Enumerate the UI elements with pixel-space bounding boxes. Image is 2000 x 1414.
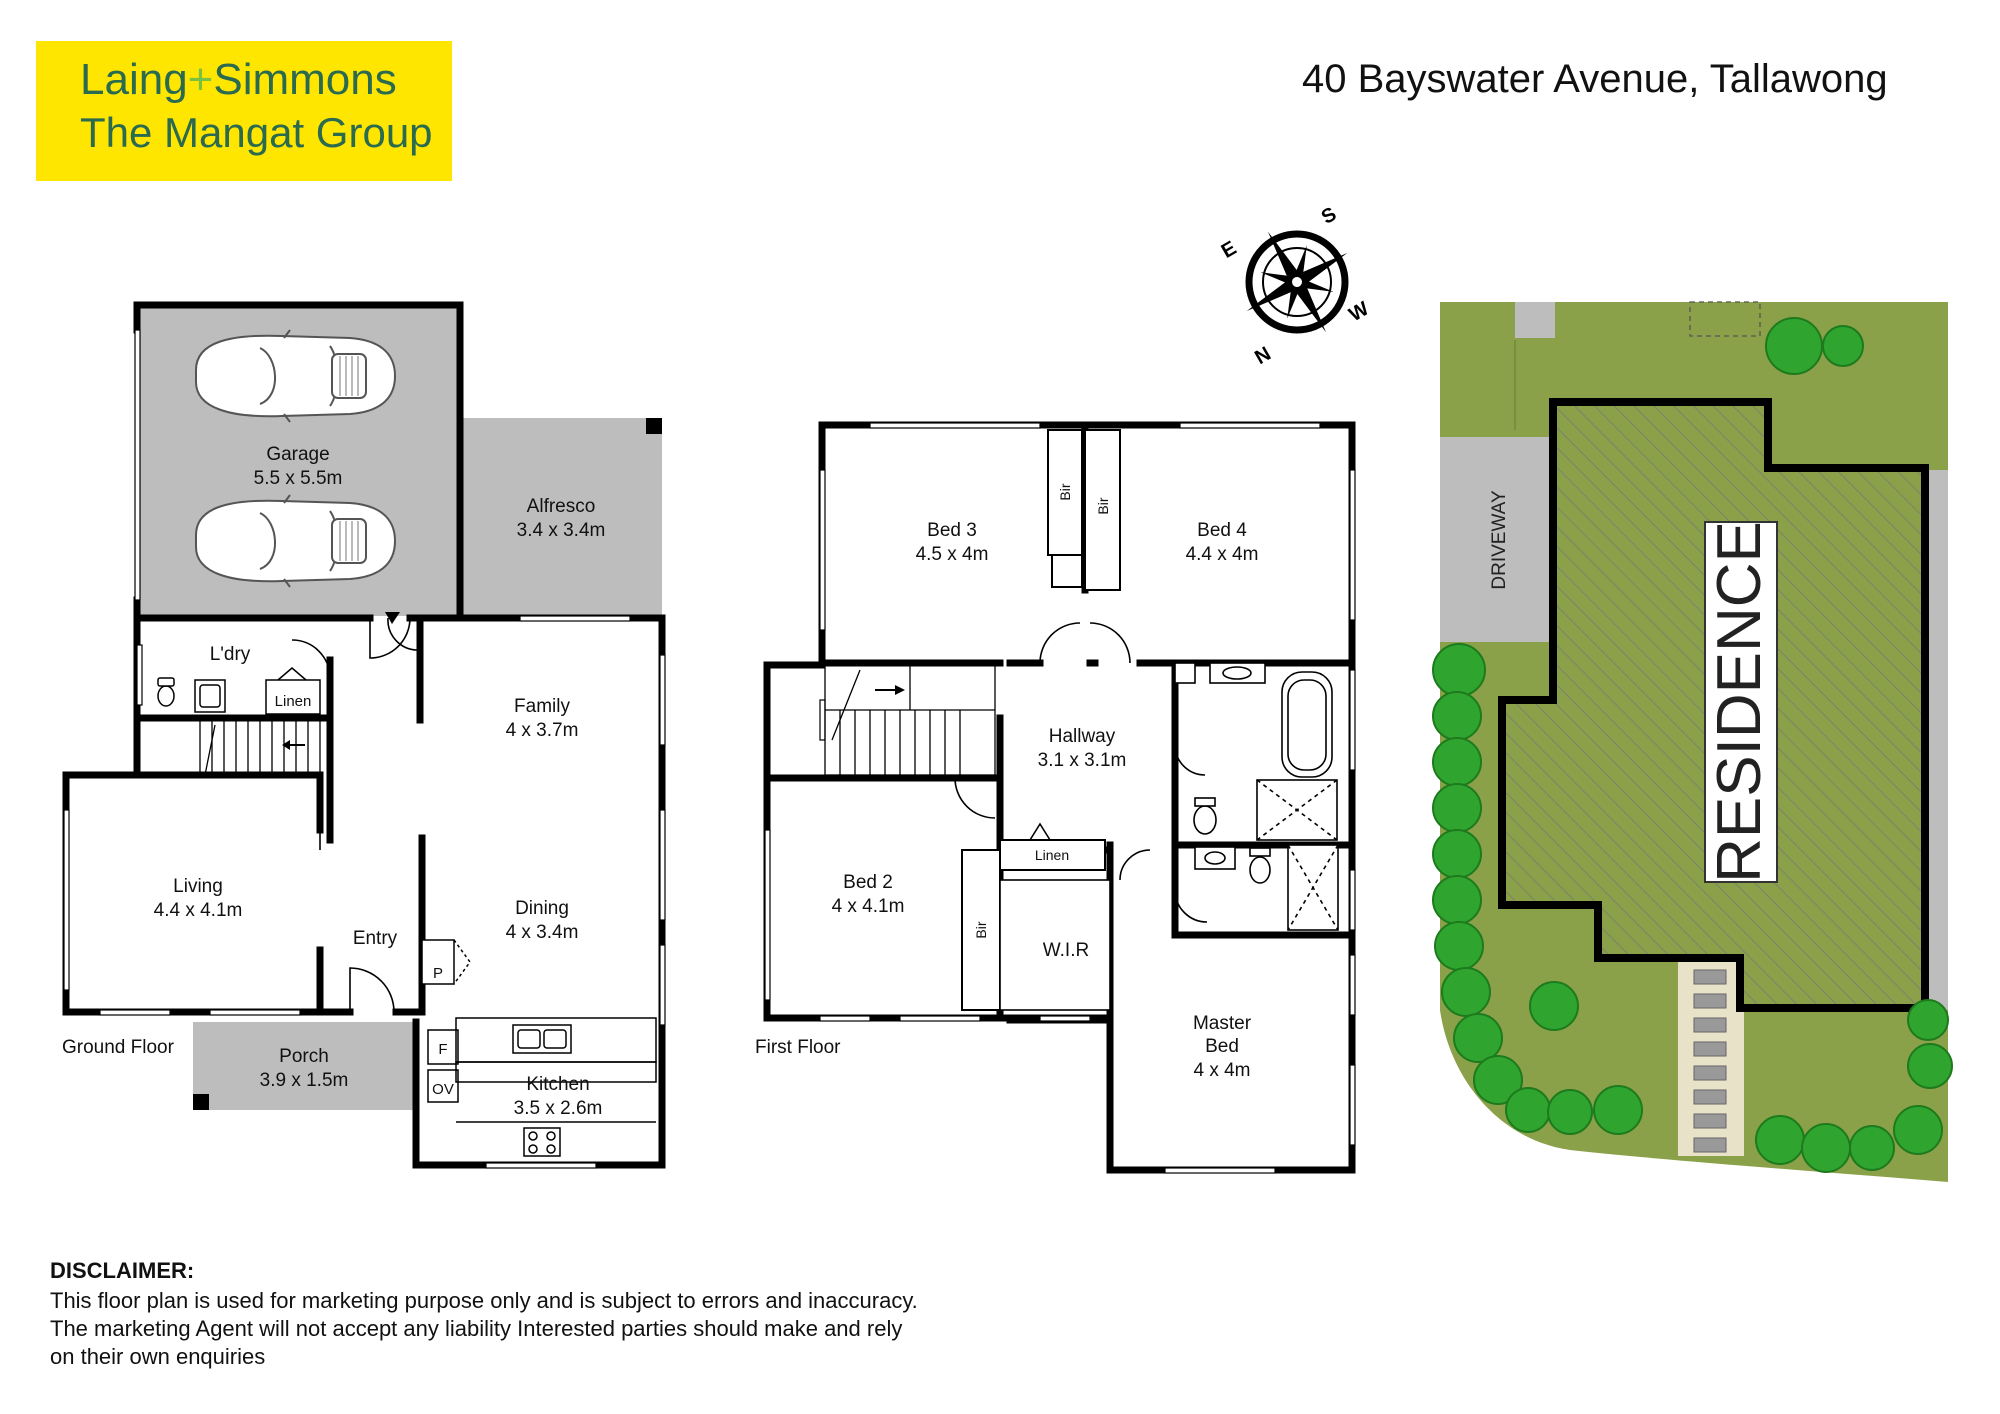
residence-label: RESIDENCE bbox=[1705, 521, 1774, 883]
oven-label: OV bbox=[432, 1081, 454, 1098]
compass-rose-icon: S W N E bbox=[1218, 203, 1373, 369]
room-dims-kitchen: 3.5 x 2.6m bbox=[514, 1098, 603, 1119]
brand-name: Laing+Simmons bbox=[80, 55, 397, 104]
fridge-label: F bbox=[438, 1041, 447, 1058]
room-dims-master: 4 x 4m bbox=[1193, 1060, 1250, 1081]
disclaimer-heading: DISCLAIMER: bbox=[50, 1258, 195, 1283]
room-name-living: Living bbox=[173, 876, 223, 897]
compass-s-label: S bbox=[1318, 203, 1341, 229]
room-dims-bed4: 4.4 x 4m bbox=[1186, 544, 1259, 565]
room-name-bed3: Bed 3 bbox=[927, 520, 977, 541]
room-dims-garage: 5.5 x 5.5m bbox=[254, 468, 343, 489]
room-name-bed2: Bed 2 bbox=[843, 872, 893, 893]
room-dims-porch: 3.9 x 1.5m bbox=[260, 1070, 349, 1091]
driveway-label: DRIVEWAY bbox=[1489, 490, 1510, 590]
room-dims-dining: 4 x 3.4m bbox=[506, 922, 579, 943]
room-dims-bed3: 4.5 x 4m bbox=[916, 544, 989, 565]
compass-n-label: N bbox=[1251, 343, 1275, 369]
room-name-master: Master bbox=[1193, 1013, 1252, 1034]
room-name-laundry: L'dry bbox=[210, 644, 251, 665]
linen-label-first: Linen bbox=[1035, 847, 1069, 863]
bir-label-bed3: Bir bbox=[1057, 483, 1073, 500]
bir-label-bed4: Bir bbox=[1095, 497, 1111, 514]
room-name-family: Family bbox=[514, 696, 570, 717]
room-dims-family: 4 x 3.7m bbox=[506, 720, 579, 741]
room-dims-hallway: 3.1 x 3.1m bbox=[1038, 750, 1127, 771]
room-name-wir: W.I.R bbox=[1043, 940, 1089, 961]
first-floor-label: First Floor bbox=[755, 1037, 841, 1058]
disclaimer-text: This floor plan is used for marketing pu… bbox=[50, 1288, 918, 1369]
room-name-master-bed: Bed bbox=[1205, 1036, 1239, 1057]
linen-label-ground: Linen bbox=[275, 693, 312, 710]
room-name-bed4: Bed 4 bbox=[1197, 520, 1247, 541]
brand-logo: Laing+Simmons The Mangat Group bbox=[36, 41, 452, 181]
room-name-entry: Entry bbox=[353, 928, 398, 949]
brand-subtitle: The Mangat Group bbox=[80, 109, 433, 156]
property-address: 40 Bayswater Avenue, Tallawong bbox=[1302, 57, 1888, 101]
room-name-kitchen: Kitchen bbox=[526, 1074, 589, 1095]
room-name-dining: Dining bbox=[515, 898, 569, 919]
compass-e-label: E bbox=[1218, 237, 1241, 263]
first-floor-plan: Bed 3 4.5 x 4m Bed 4 4.4 x 4m Hallway 3.… bbox=[755, 421, 1356, 1174]
room-name-alfresco: Alfresco bbox=[527, 496, 596, 517]
pantry-label: P bbox=[433, 965, 443, 982]
compass-w-label: W bbox=[1345, 298, 1372, 327]
room-name-porch: Porch bbox=[279, 1046, 329, 1067]
site-plan: DRIVEWAY RESIDENCE bbox=[1432, 301, 1953, 1182]
room-name-garage: Garage bbox=[266, 444, 329, 465]
ground-floor-label: Ground Floor bbox=[62, 1037, 175, 1058]
ground-floor-plan: Garage 5.5 x 5.5m Alfresco 3.4 x 3.4m L'… bbox=[62, 301, 666, 1169]
bir-label-bed2: Bir bbox=[973, 921, 989, 938]
room-dims-living: 4.4 x 4.1m bbox=[154, 900, 243, 921]
room-name-hallway: Hallway bbox=[1049, 726, 1116, 747]
room-dims-bed2: 4 x 4.1m bbox=[832, 896, 905, 917]
room-dims-alfresco: 3.4 x 3.4m bbox=[517, 520, 606, 541]
